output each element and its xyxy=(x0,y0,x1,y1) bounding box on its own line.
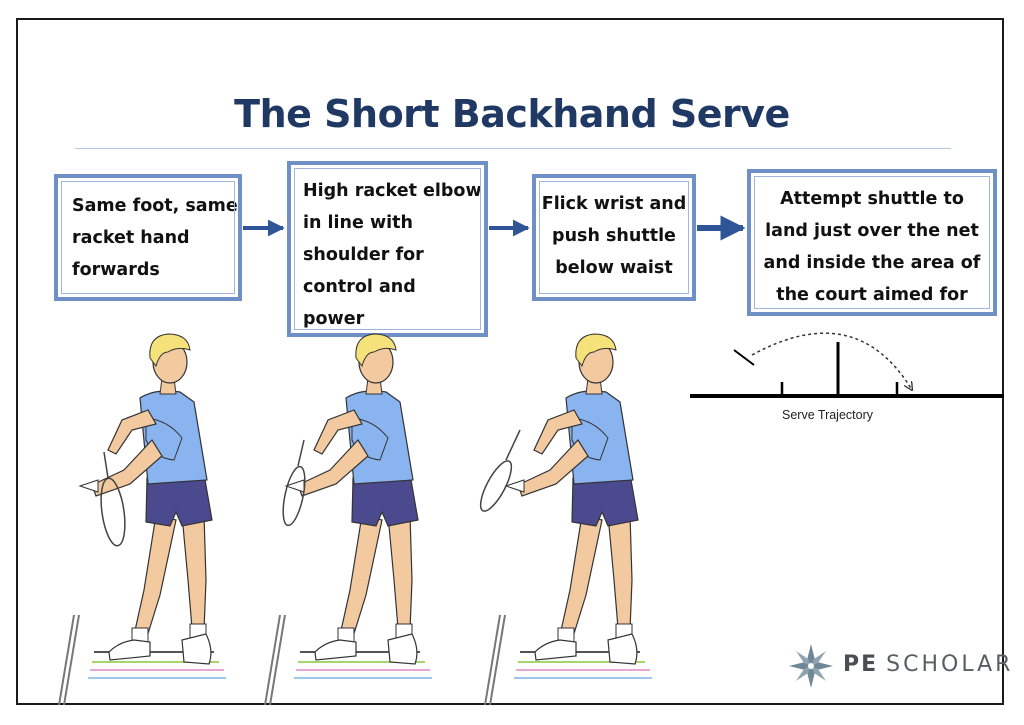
racket-head-3 xyxy=(479,460,513,512)
step-box-3: Flick wrist and push shuttle below waist xyxy=(532,174,696,301)
player-figure-2 xyxy=(264,333,433,706)
step-text-2: High racket elbow in line with shoulder … xyxy=(303,181,482,329)
brand-bold: PE xyxy=(843,652,879,677)
racket-head-1 xyxy=(100,477,126,547)
step-text-4: Attempt shuttle to land just over the ne… xyxy=(763,189,981,305)
brand-wordmark: PE SCHOLAR xyxy=(843,652,1013,677)
player-figure-3 xyxy=(479,333,653,706)
title-underline xyxy=(75,148,951,149)
serve-trajectory-diagram xyxy=(690,332,1004,398)
step-box-2: High racket elbow in line with shoulder … xyxy=(287,161,488,337)
racket-head-2 xyxy=(282,465,306,527)
pe-scholar-logo-icon xyxy=(789,644,833,688)
brand-rest: SCHOLAR xyxy=(886,652,1014,677)
step-text-3: Flick wrist and push shuttle below waist xyxy=(541,194,687,278)
slide-frame xyxy=(16,18,1004,705)
player-figure-1 xyxy=(58,333,227,706)
step-box-1: Same foot, same racket hand forwards xyxy=(54,174,242,301)
racket-shaft-1 xyxy=(103,451,109,479)
racket-shaft-3 xyxy=(505,429,521,461)
trajectory-label: Serve Trajectory xyxy=(782,408,874,422)
racket-shaft-2 xyxy=(297,439,305,467)
page-title: The Short Backhand Serve xyxy=(234,92,790,136)
step-box-4: Attempt shuttle to land just over the ne… xyxy=(747,169,997,316)
shuttle-flight-path xyxy=(751,332,912,390)
server-racket-mark xyxy=(733,349,755,366)
step-text-1: Same foot, same racket hand forwards xyxy=(72,196,238,280)
